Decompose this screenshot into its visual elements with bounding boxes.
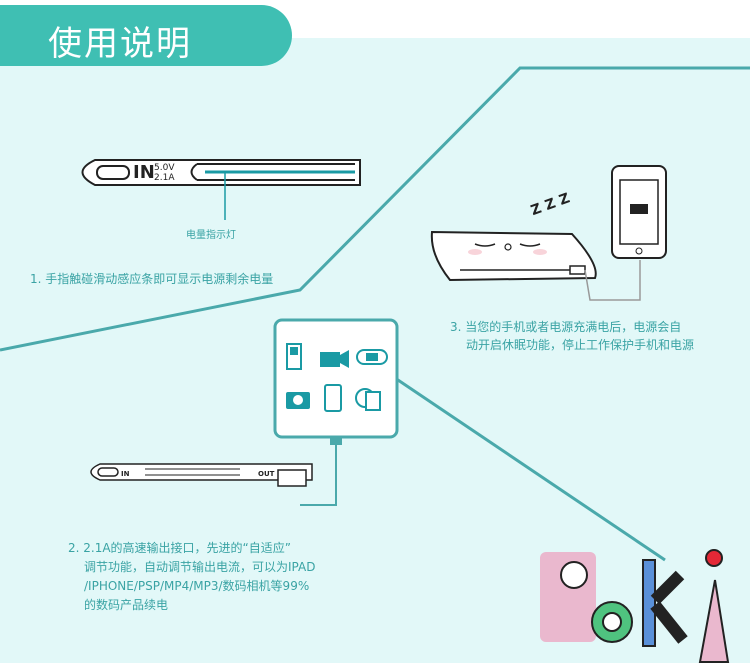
- step1-caption: 1. 手指触碰滑动感应条即可显示电源剩余电量: [30, 272, 274, 286]
- music-player-icon: [355, 388, 381, 411]
- step2-caption-line4: 的数码产品续电: [84, 598, 169, 612]
- usb-in-port: [96, 165, 130, 180]
- power-bank-output-view: [90, 463, 313, 487]
- step3-caption-line1: 3. 当您的手机或者电源充满电后，电源会自: [450, 320, 682, 334]
- title-tab: 使用说明: [0, 5, 292, 66]
- tablet-icon: [324, 384, 342, 412]
- divider-lower: [394, 376, 666, 562]
- device-icons-panel: [273, 318, 399, 439]
- step3-caption-line2: 动开启休眠功能，停止工作保护手机和电源: [466, 338, 695, 352]
- phone-icon: [286, 343, 302, 370]
- port-in-label: IN: [133, 162, 155, 183]
- gamepad-icon: [356, 349, 388, 365]
- logo-dot: [705, 549, 723, 567]
- port-spec-bottom: 2.1A: [154, 173, 175, 183]
- out-label: OUT: [258, 470, 275, 478]
- step2-caption-line3: /IPHONE/PSP/MP4/MP3/数码相机等99%: [84, 579, 310, 593]
- battery-full-icon: [630, 204, 648, 214]
- step2-caption-line2: 调节功能，自动调节输出电流，可以为IPAD: [84, 560, 316, 574]
- divider-upper: [0, 66, 750, 352]
- step2-caption-line1: 2. 2.1A的高速输出接口，先进的“自适应”: [68, 541, 291, 555]
- port-spec-top: 5.0V: [154, 163, 175, 173]
- in-label-small: IN: [121, 470, 130, 478]
- power-bank-side-view: [81, 159, 361, 220]
- phone-charging: [611, 165, 667, 259]
- sleeping-power-bank: [430, 230, 641, 301]
- usb-out-plug: [277, 469, 307, 487]
- indicator-light-label: 电量指示灯: [186, 230, 236, 241]
- poki-logo: [540, 549, 730, 663]
- page-title: 使用说明: [48, 24, 192, 64]
- camcorder-icon: [320, 350, 349, 368]
- camera-icon: [286, 392, 310, 409]
